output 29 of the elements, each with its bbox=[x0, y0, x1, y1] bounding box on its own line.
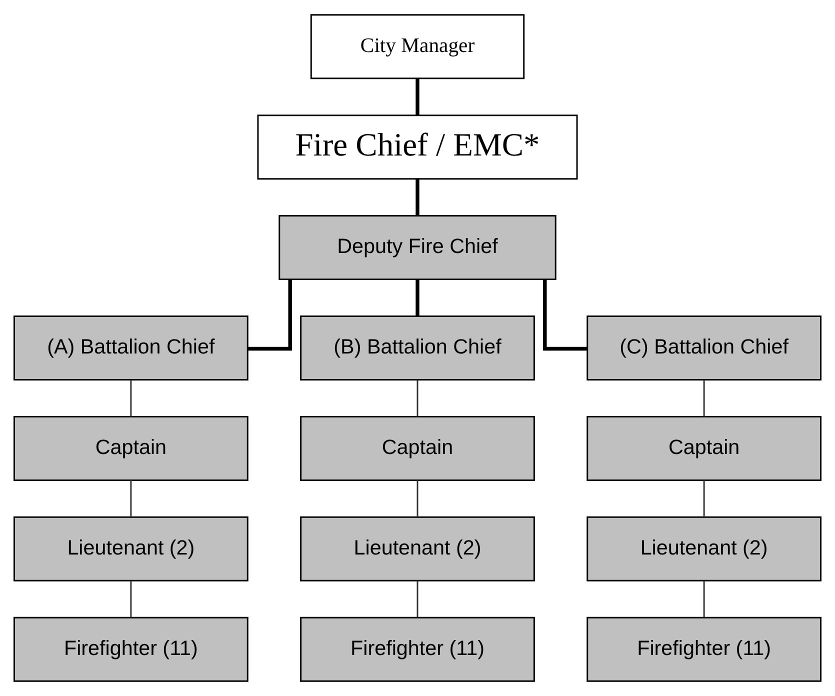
node-box: Captain bbox=[586, 416, 822, 481]
node-box: Captain bbox=[300, 416, 535, 481]
node-box: Lieutenant (2) bbox=[14, 516, 248, 582]
connector bbox=[543, 280, 588, 351]
node-box: Deputy Fire Chief bbox=[278, 215, 556, 280]
node-box: City Manager bbox=[310, 14, 525, 80]
node-box: Firefighter (11) bbox=[586, 616, 822, 682]
connector bbox=[130, 480, 132, 517]
node-box: Lieutenant (2) bbox=[300, 516, 535, 582]
node-box: (C) Battalion Chief bbox=[586, 316, 822, 380]
node-box: Fire Chief / EMC* bbox=[257, 114, 578, 180]
connector bbox=[416, 480, 418, 517]
node-box: Firefighter (11) bbox=[300, 616, 535, 682]
node-box: (A) Battalion Chief bbox=[14, 316, 248, 380]
connector bbox=[703, 380, 705, 417]
connector bbox=[416, 78, 420, 116]
connector bbox=[416, 580, 418, 618]
connector bbox=[703, 580, 705, 618]
connector bbox=[703, 480, 705, 517]
connector bbox=[416, 178, 420, 216]
node-box: (B) Battalion Chief bbox=[300, 316, 535, 380]
connector bbox=[416, 279, 420, 316]
connector bbox=[248, 280, 292, 351]
connector bbox=[130, 580, 132, 618]
node-box: Lieutenant (2) bbox=[586, 516, 822, 582]
node-box: Captain bbox=[14, 416, 248, 481]
connector bbox=[416, 380, 418, 417]
connector bbox=[130, 380, 132, 417]
node-box: Firefighter (11) bbox=[14, 616, 248, 682]
